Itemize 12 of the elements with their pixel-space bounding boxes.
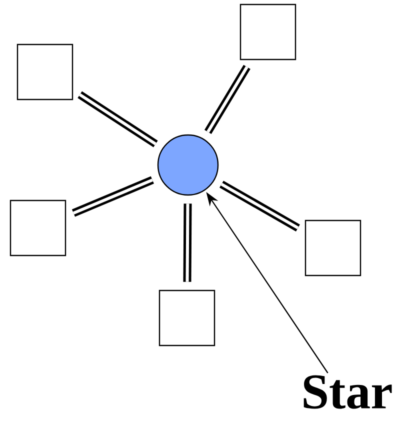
double-line: [78, 91, 158, 148]
station-box: [16, 44, 74, 100]
label-text: Star: [304, 375, 392, 409]
double-line: [204, 64, 250, 134]
double-line: [183, 204, 192, 282]
hub-circle: [157, 134, 219, 196]
station-box: [10, 200, 66, 256]
station-box: [304, 220, 362, 276]
double-line: [220, 180, 300, 232]
station-box: [240, 4, 296, 60]
double-line: [72, 176, 154, 217]
station-box: [158, 290, 216, 346]
